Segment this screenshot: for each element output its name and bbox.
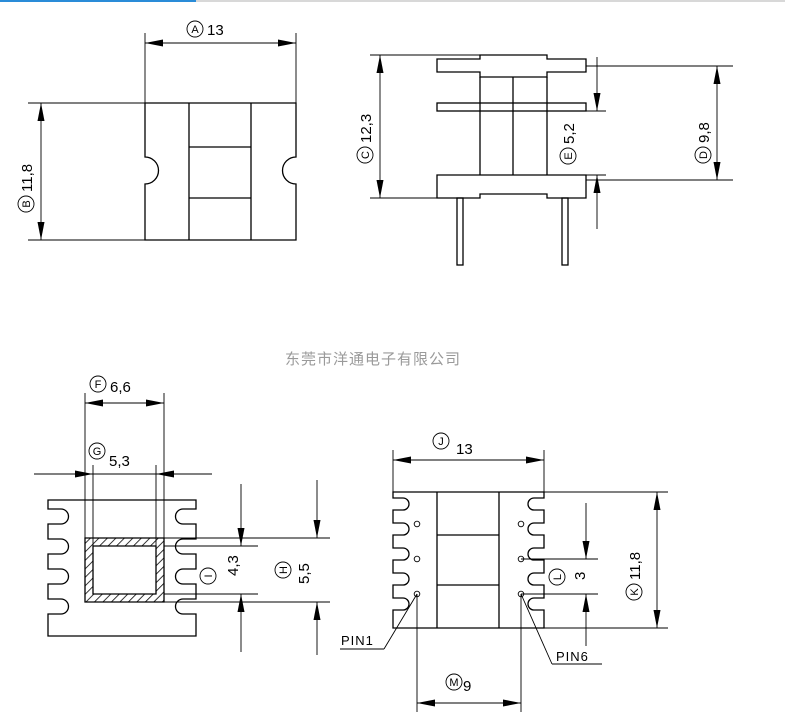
side-view-pin [561, 197, 569, 266]
dimension-k-marker [625, 583, 643, 601]
dimension-c: C 12,3 [356, 54, 480, 199]
dimension-e-value: 5,2 [561, 123, 578, 144]
dimension-a: A 13 [144, 20, 297, 103]
dimension-m-value: 9 [463, 678, 471, 695]
top-view: A 13 B 11,8 [17, 20, 297, 241]
side-view-bottom-flange [436, 174, 587, 199]
dimension-a-marker [186, 20, 204, 38]
top-border-accent [0, 0, 196, 2]
dimension-b-marker [17, 195, 35, 213]
dimension-c-value: 12,3 [358, 114, 375, 143]
dimension-l: L 3 [521, 503, 598, 646]
dimension-m-marker [445, 673, 463, 691]
dimension-c-marker [356, 146, 374, 164]
dimension-g-marker [88, 442, 106, 460]
dimension-f: F 6,6 [84, 375, 165, 538]
dimension-h-marker [274, 561, 292, 579]
side-view-pin [456, 197, 464, 266]
front-view: G 5,3 F 6,6 I 4,3 [34, 375, 330, 655]
dimension-g-value: 5,3 [109, 453, 130, 470]
dimension-a-letter: A [191, 24, 199, 36]
pin-holes-left [413, 520, 421, 598]
dimension-j: J 13 [392, 432, 545, 492]
dimension-l-marker [548, 568, 566, 586]
dimension-h-letter: H [278, 566, 290, 574]
dimension-a-value: 13 [207, 22, 224, 39]
front-view-core [84, 537, 165, 603]
dimension-d-letter: D [698, 151, 710, 159]
dimension-i: I 4,3 [164, 484, 258, 652]
dimension-k-value: 11,8 [627, 552, 644, 580]
pin1-label: PIN1 [341, 633, 374, 648]
dimension-f-value: 6,6 [110, 379, 131, 396]
dimension-e-letter: E [563, 152, 575, 159]
dimension-i-marker [199, 567, 217, 585]
dimension-g-letter: G [93, 446, 102, 458]
dimension-b-letter: B [21, 200, 33, 207]
dimension-f-letter: F [95, 379, 102, 391]
dimension-h-value: 5,5 [296, 563, 313, 584]
dimension-j-value: 13 [456, 441, 473, 458]
dimension-j-letter: J [438, 436, 444, 448]
dimension-k-letter: K [629, 588, 641, 596]
dimension-m-letter: M [449, 677, 458, 689]
company-watermark: 东莞市洋通电子有限公司 [285, 350, 461, 368]
dimension-b-value: 11,8 [19, 164, 36, 192]
front-view-outline [47, 499, 197, 637]
side-view-top-flange [436, 54, 587, 78]
pin1-callout: PIN1 [340, 593, 418, 650]
dimension-d-marker [694, 146, 712, 164]
dimension-b: B 11,8 [17, 102, 145, 241]
dimension-d: D 9,8 [586, 65, 733, 181]
dimension-c-letter: C [360, 151, 372, 159]
dimension-l-value: 3 [572, 572, 589, 580]
dimension-f-marker [89, 375, 107, 393]
side-view-middle-flange [436, 102, 587, 112]
dimension-e-marker [559, 147, 577, 165]
dimension-d-value: 9,8 [696, 122, 713, 143]
top-view-outline [144, 102, 297, 241]
pin6-label: PIN6 [556, 649, 589, 664]
dimension-m: M 9 [416, 594, 522, 712]
dimension-l-letter: L [552, 574, 564, 580]
dimension-j-marker [432, 432, 450, 450]
dimension-i-letter: I [203, 574, 215, 577]
side-view: C 12,3 D 9,8 [356, 54, 733, 266]
bottom-view: J 13 K 11,8 L [340, 432, 668, 712]
dimension-h: H 5,5 [164, 480, 330, 655]
pin6-callout: PIN6 [520, 593, 602, 665]
dimension-g: G 5,3 [34, 442, 212, 546]
dimension-i-value: 4,3 [225, 555, 242, 576]
dimension-e: E 5,2 [559, 57, 606, 229]
top-border [0, 0, 785, 2]
dimension-k: K 11,8 [544, 491, 668, 629]
